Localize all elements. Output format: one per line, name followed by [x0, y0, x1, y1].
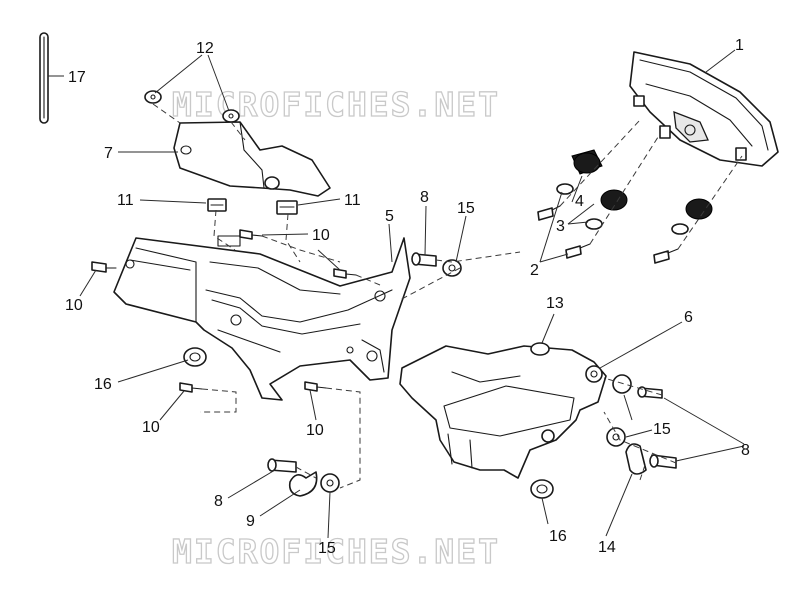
part-16-grommets [183, 347, 554, 499]
callout-10-top: 10 [312, 227, 330, 244]
part-3-washers [556, 183, 689, 235]
callout-16-right: 16 [549, 528, 567, 545]
callout-10-bottom-left: 10 [142, 419, 160, 436]
assembly-lines [152, 103, 743, 489]
part-13-cap [530, 342, 550, 356]
callout-14: 14 [598, 539, 616, 556]
watermark-bottom: MICROFICHES.NET [172, 532, 500, 571]
part-15-spacers [320, 259, 632, 493]
callout-4: 4 [575, 193, 584, 210]
leader-lines [48, 49, 745, 539]
part-6-right-bracket [399, 345, 607, 479]
callout-7: 7 [104, 145, 113, 162]
part-5-main-bracket [113, 235, 411, 401]
part-14-clamp [625, 443, 647, 475]
callout-17: 17 [68, 69, 86, 86]
callout-8-bottom: 8 [214, 493, 223, 510]
part-12-screws [144, 90, 240, 123]
callout-labels: 17 12 7 11 11 1 8 15 5 10 10 13 6 16 10 … [65, 37, 750, 557]
callout-1: 1 [735, 37, 744, 54]
callout-10-bottom-mid: 10 [306, 422, 324, 439]
callout-15-bottom: 15 [318, 540, 336, 557]
part-4-dampers [571, 149, 713, 220]
callout-6: 6 [684, 309, 693, 326]
callout-9: 9 [246, 513, 255, 530]
callout-16-left: 16 [94, 376, 112, 393]
part-10-screws [91, 229, 357, 393]
part-17-strip [39, 32, 49, 124]
callout-11-right: 11 [344, 192, 361, 209]
callout-5: 5 [385, 208, 394, 225]
callout-15-right: 15 [653, 421, 671, 438]
callout-2: 2 [530, 262, 539, 279]
callout-10-left: 10 [65, 297, 83, 314]
callout-11-left: 11 [117, 192, 134, 209]
part-9-clamp [288, 471, 318, 497]
callout-12: 12 [196, 40, 214, 57]
callout-8-right: 8 [741, 442, 750, 459]
callout-3: 3 [556, 218, 565, 235]
callout-8-top: 8 [420, 189, 429, 206]
part-8-bolts [267, 252, 677, 473]
part-1-instrument-cluster [629, 51, 779, 167]
part-2-screws [537, 205, 679, 264]
callout-13: 13 [546, 295, 564, 312]
part-11-clips [207, 198, 298, 215]
callout-15-top: 15 [457, 200, 475, 217]
part-7-cover [173, 121, 331, 197]
